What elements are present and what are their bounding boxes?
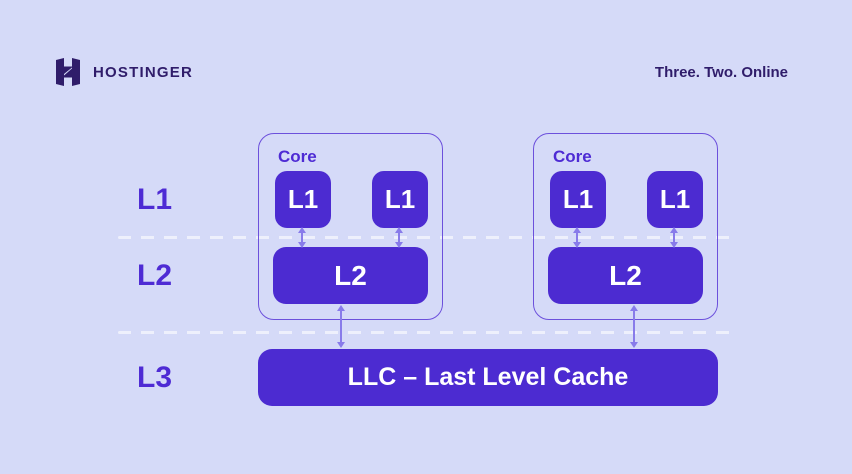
arrow-shaft	[340, 309, 342, 344]
bidirectional-arrow-icon	[393, 227, 405, 248]
core-label: Core	[278, 147, 317, 166]
arrow-shaft	[633, 309, 635, 344]
hostinger-logo: HOSTINGER	[54, 57, 193, 87]
arrow-shaft	[673, 231, 675, 244]
divider-l2-l3	[118, 331, 732, 334]
core-label: Core	[553, 147, 592, 166]
bidirectional-arrow-icon	[335, 305, 347, 348]
bidirectional-arrow-icon	[571, 227, 583, 248]
l1-cache-box: L1	[275, 171, 331, 228]
row-label-l3: L3	[137, 361, 173, 394]
divider-l1-l2	[118, 236, 732, 239]
l2-cache-box: L2	[548, 247, 703, 304]
bidirectional-arrow-icon	[668, 227, 680, 248]
core-box-2: Core L1 L1 L2	[533, 133, 718, 320]
l1-cache-box: L1	[550, 171, 606, 228]
brand-name: HOSTINGER	[93, 63, 193, 81]
hostinger-h-icon	[56, 58, 80, 86]
arrow-shaft	[398, 231, 400, 244]
row-label-l1: L1	[137, 183, 173, 216]
row-label-l2: L2	[137, 259, 173, 292]
arrow-shaft	[301, 231, 303, 244]
arrow-shaft	[576, 231, 578, 244]
llc-last-level-cache-box: LLC – Last Level Cache	[258, 349, 718, 406]
bidirectional-arrow-icon	[296, 227, 308, 248]
l1-cache-box: L1	[647, 171, 703, 228]
brand-tagline: Three. Two. Online	[654, 64, 788, 81]
core-box-1: Core L1 L1 L2	[258, 133, 443, 320]
bidirectional-arrow-icon	[628, 305, 640, 348]
l1-cache-box: L1	[372, 171, 428, 228]
l2-cache-box: L2	[273, 247, 428, 304]
